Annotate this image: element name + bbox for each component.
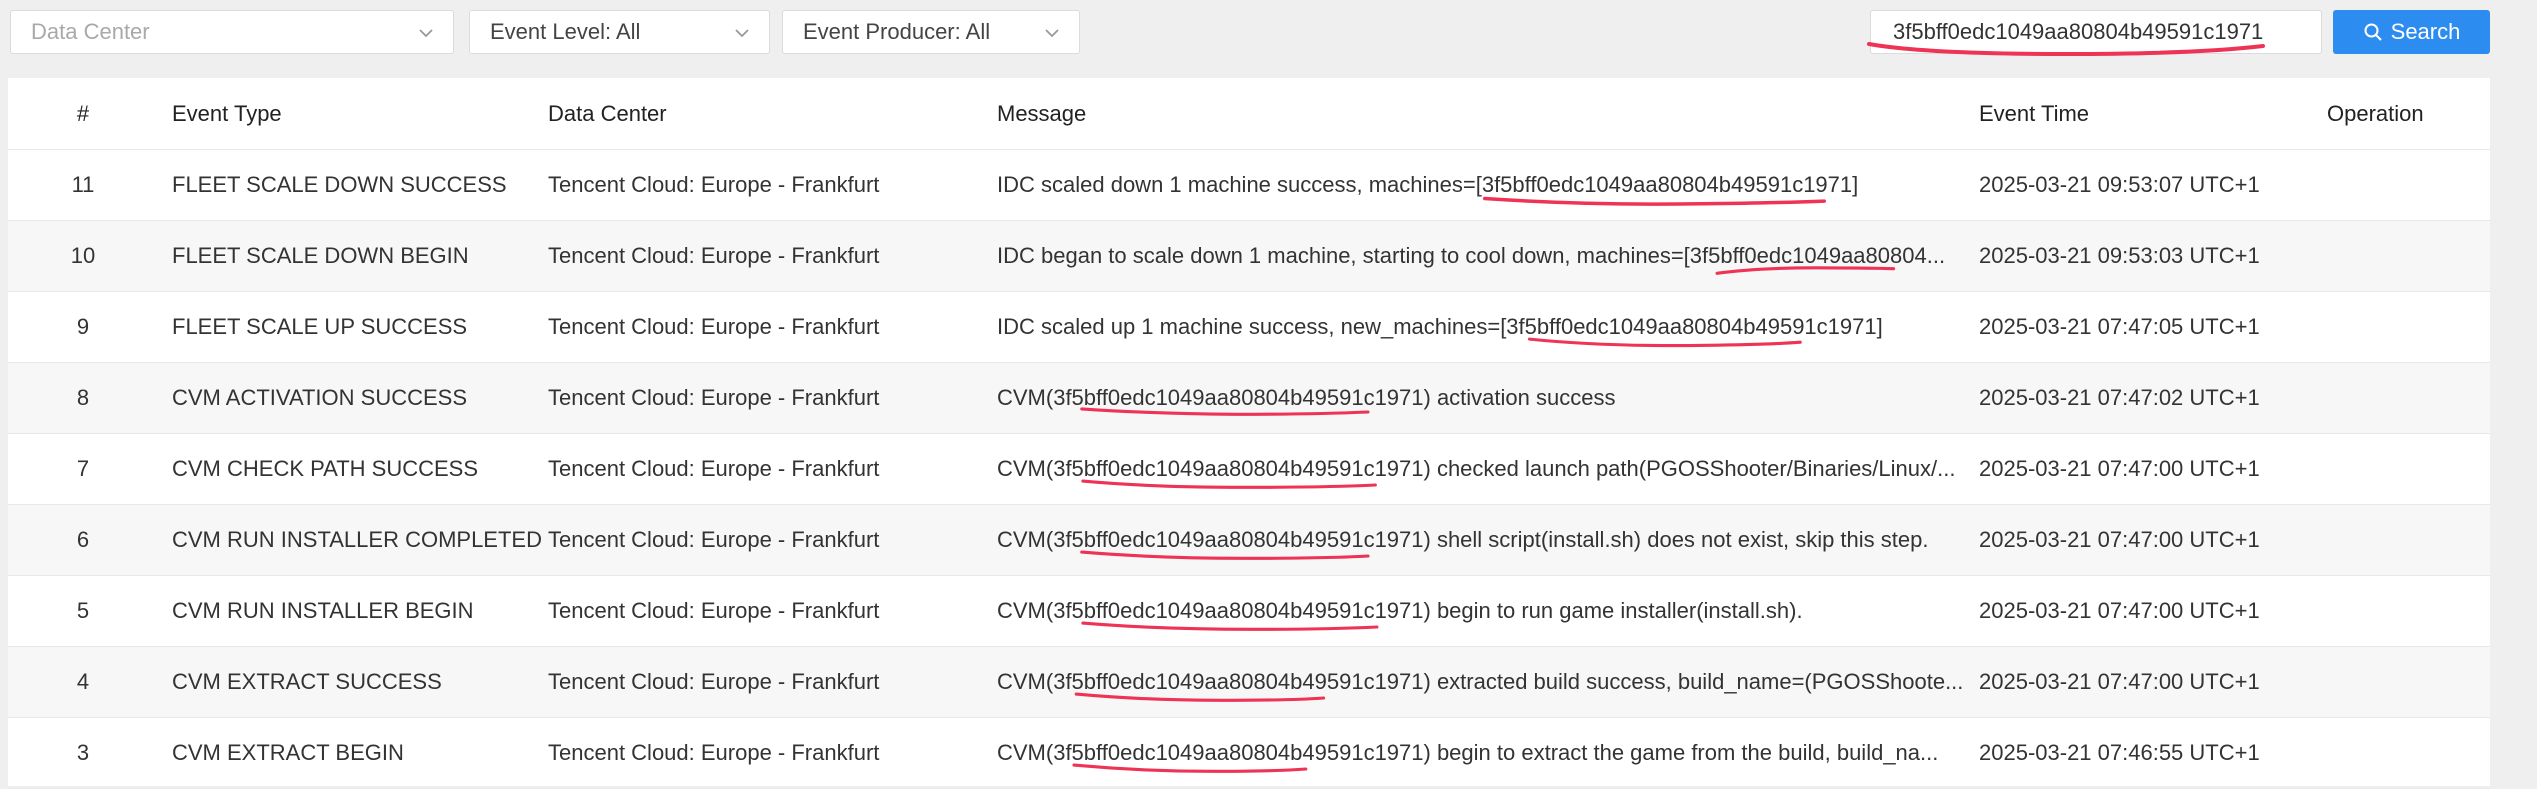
search-button-label: Search xyxy=(2390,19,2461,44)
table-header: # Event Type Data Center Message Event T… xyxy=(8,78,2490,150)
row-event-type: CVM RUN INSTALLER BEGIN xyxy=(172,598,474,623)
row-num: 6 xyxy=(76,527,90,552)
row-operation xyxy=(2327,150,2487,220)
search-input-value: 3f5bff0edc1049aa80804b49591c1971 xyxy=(1893,19,2264,44)
event-level-select[interactable]: Event Level: All xyxy=(469,10,770,54)
row-message-cell: CVM(3f5bff0edc1049aa80804b49591c1971) be… xyxy=(997,718,1947,788)
event-producer-select[interactable]: Event Producer: All xyxy=(782,10,1080,54)
header-data-center: Data Center xyxy=(548,100,667,126)
row-event-type: CVM ACTIVATION SUCCESS xyxy=(172,385,468,410)
row-message: CVM(3f5bff0edc1049aa80804b49591c1971) be… xyxy=(997,740,1939,765)
row-event-time: 2025-03-21 07:47:00 UTC+1 xyxy=(1979,456,2260,481)
row-num: 11 xyxy=(71,172,95,197)
table-row[interactable]: 10 FLEET SCALE DOWN BEGIN Tencent Cloud:… xyxy=(8,221,2490,292)
row-data-center: Tencent Cloud: Europe - Frankfurt xyxy=(548,243,880,268)
row-message-cell: IDC scaled up 1 machine success, new_mac… xyxy=(997,292,1947,362)
row-message-cell: CVM(3f5bff0edc1049aa80804b49591c1971) be… xyxy=(997,576,1947,646)
data-center-placeholder: Data Center xyxy=(31,19,150,44)
toolbar: Data Center Event Level: All Event Produ… xyxy=(0,0,2537,72)
row-event-type: FLEET SCALE UP SUCCESS xyxy=(172,314,468,339)
row-operation xyxy=(2327,718,2487,788)
table-row[interactable]: 8 CVM ACTIVATION SUCCESS Tencent Cloud: … xyxy=(8,363,2490,434)
row-num: 3 xyxy=(76,740,90,765)
row-message: IDC scaled up 1 machine success, new_mac… xyxy=(997,314,1883,339)
header-operation: Operation xyxy=(2327,100,2424,126)
row-operation xyxy=(2327,576,2487,646)
row-operation xyxy=(2327,647,2487,717)
search-input[interactable]: 3f5bff0edc1049aa80804b49591c1971 xyxy=(1870,10,2322,54)
chevron-down-icon xyxy=(1045,29,1059,38)
row-num: 8 xyxy=(76,385,90,410)
table-row[interactable]: 11 FLEET SCALE DOWN SUCCESS Tencent Clou… xyxy=(8,150,2490,221)
row-event-type: CVM EXTRACT SUCCESS xyxy=(172,669,442,694)
table-row[interactable]: 3 CVM EXTRACT BEGIN Tencent Cloud: Europ… xyxy=(8,718,2490,789)
row-event-time: 2025-03-21 07:47:05 UTC+1 xyxy=(1979,314,2260,339)
row-data-center: Tencent Cloud: Europe - Frankfurt xyxy=(548,527,880,552)
chevron-down-icon xyxy=(735,29,749,38)
row-event-time: 2025-03-21 07:46:55 UTC+1 xyxy=(1979,740,2260,765)
row-message: CVM(3f5bff0edc1049aa80804b49591c1971) be… xyxy=(997,598,1803,623)
row-event-time: 2025-03-21 07:47:00 UTC+1 xyxy=(1979,527,2260,552)
row-num: 7 xyxy=(76,456,90,481)
row-message: IDC scaled down 1 machine success, machi… xyxy=(997,172,1859,197)
events-table: # Event Type Data Center Message Event T… xyxy=(8,78,2490,789)
row-message-cell: IDC scaled down 1 machine success, machi… xyxy=(997,150,1947,220)
table-row[interactable]: 6 CVM RUN INSTALLER COMPLETED Tencent Cl… xyxy=(8,505,2490,576)
row-event-time: 2025-03-21 07:47:02 UTC+1 xyxy=(1979,385,2260,410)
header-event-type: Event Type xyxy=(172,100,282,126)
row-event-time: 2025-03-21 07:47:00 UTC+1 xyxy=(1979,669,2260,694)
row-event-type: FLEET SCALE DOWN SUCCESS xyxy=(172,172,507,197)
table-row[interactable]: 9 FLEET SCALE UP SUCCESS Tencent Cloud: … xyxy=(8,292,2490,363)
row-event-time: 2025-03-21 07:47:00 UTC+1 xyxy=(1979,598,2260,623)
row-num: 4 xyxy=(76,669,90,694)
row-message: CVM(3f5bff0edc1049aa80804b49591c1971) sh… xyxy=(997,527,1929,552)
header-num: # xyxy=(76,100,90,126)
row-num: 9 xyxy=(76,314,90,339)
row-message-cell: CVM(3f5bff0edc1049aa80804b49591c1971) sh… xyxy=(997,505,1947,575)
row-message: IDC began to scale down 1 machine, start… xyxy=(997,243,1946,268)
row-data-center: Tencent Cloud: Europe - Frankfurt xyxy=(548,172,880,197)
row-message-cell: CVM(3f5bff0edc1049aa80804b49591c1971) ex… xyxy=(997,647,1964,717)
row-message-cell: CVM(3f5bff0edc1049aa80804b49591c1971) ch… xyxy=(997,434,1956,504)
event-level-value: Event Level: All xyxy=(490,19,641,44)
row-data-center: Tencent Cloud: Europe - Frankfurt xyxy=(548,669,880,694)
row-data-center: Tencent Cloud: Europe - Frankfurt xyxy=(548,314,880,339)
row-event-time: 2025-03-21 09:53:07 UTC+1 xyxy=(1979,172,2260,197)
row-message: CVM(3f5bff0edc1049aa80804b49591c1971) ac… xyxy=(997,385,1616,410)
table-row[interactable]: 5 CVM RUN INSTALLER BEGIN Tencent Cloud:… xyxy=(8,576,2490,647)
header-message: Message xyxy=(997,100,1087,126)
table-row[interactable]: 4 CVM EXTRACT SUCCESS Tencent Cloud: Eur… xyxy=(8,647,2490,718)
row-message-cell: IDC began to scale down 1 machine, start… xyxy=(997,221,1947,291)
chevron-down-icon xyxy=(419,29,433,38)
row-num: 5 xyxy=(76,598,90,623)
row-event-type: CVM EXTRACT BEGIN xyxy=(172,740,404,765)
row-num: 10 xyxy=(70,243,96,268)
row-event-time: 2025-03-21 09:53:03 UTC+1 xyxy=(1979,243,2260,268)
row-message: CVM(3f5bff0edc1049aa80804b49591c1971) ex… xyxy=(997,669,1964,694)
row-message-cell: CVM(3f5bff0edc1049aa80804b49591c1971) ac… xyxy=(997,363,1947,433)
row-operation xyxy=(2327,292,2487,362)
search-icon xyxy=(2364,23,2382,41)
row-event-type: CVM CHECK PATH SUCCESS xyxy=(172,456,479,481)
row-data-center: Tencent Cloud: Europe - Frankfurt xyxy=(548,740,880,765)
row-event-type: CVM RUN INSTALLER COMPLETED xyxy=(172,527,542,552)
header-event-time: Event Time xyxy=(1979,100,2090,126)
table-row[interactable]: 7 CVM CHECK PATH SUCCESS Tencent Cloud: … xyxy=(8,434,2490,505)
row-operation xyxy=(2327,221,2487,291)
data-center-select[interactable]: Data Center xyxy=(10,10,454,54)
row-data-center: Tencent Cloud: Europe - Frankfurt xyxy=(548,598,880,623)
event-producer-value: Event Producer: All xyxy=(803,19,991,44)
search-button[interactable]: Search xyxy=(2333,10,2490,54)
row-operation xyxy=(2327,434,2487,504)
row-event-type: FLEET SCALE DOWN BEGIN xyxy=(172,243,469,268)
row-data-center: Tencent Cloud: Europe - Frankfurt xyxy=(548,385,880,410)
row-operation xyxy=(2327,363,2487,433)
row-message: CVM(3f5bff0edc1049aa80804b49591c1971) ch… xyxy=(997,456,1956,481)
row-operation xyxy=(2327,505,2487,575)
row-data-center: Tencent Cloud: Europe - Frankfurt xyxy=(548,456,880,481)
